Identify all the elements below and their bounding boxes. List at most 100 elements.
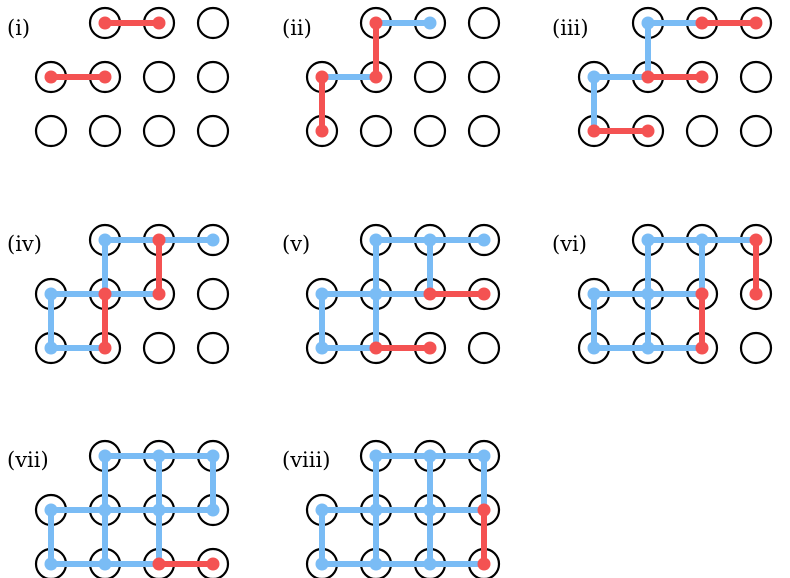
red-node-dot <box>206 557 220 571</box>
red-node-dot <box>423 341 437 355</box>
blue-node-dot <box>477 449 491 463</box>
blue-node-dot <box>315 557 329 571</box>
panel-label: (v) <box>282 232 310 256</box>
blue-node-dot <box>315 341 329 355</box>
node-ring <box>142 60 176 94</box>
panel-label: (iv) <box>7 232 42 256</box>
red-node-dot <box>369 70 383 84</box>
red-node-dot <box>369 341 383 355</box>
red-node-dot <box>695 341 709 355</box>
red-node-dot <box>749 287 763 301</box>
node-ring <box>196 6 230 40</box>
node-ring <box>739 331 773 365</box>
node-ring <box>413 60 447 94</box>
red-node-dot <box>477 557 491 571</box>
panel-8: (viii) <box>282 439 501 578</box>
blue-node-dot <box>315 503 329 517</box>
node-ring <box>467 114 501 148</box>
red-node-dot <box>98 287 112 301</box>
blue-node-dot <box>369 449 383 463</box>
blue-node-dot <box>641 287 655 301</box>
blue-node-dot <box>695 233 709 247</box>
red-node-dot <box>369 16 383 30</box>
blue-node-dot <box>423 503 437 517</box>
panel-6: (vi) <box>552 223 773 365</box>
panel-label: (vii) <box>7 448 49 472</box>
panel-7: (vii) <box>7 439 230 578</box>
blue-node-dot <box>423 16 437 30</box>
red-node-dot <box>749 233 763 247</box>
panels-layer: (i) (ii) (iii) (iv) (v) (vi) (vii) (viii) <box>7 6 773 578</box>
node-ring <box>196 331 230 365</box>
panel-label: (viii) <box>282 448 330 472</box>
red-node-dot <box>587 124 601 138</box>
node-ring <box>196 277 230 311</box>
blue-node-dot <box>641 233 655 247</box>
node-ring <box>739 114 773 148</box>
red-node-dot <box>98 16 112 30</box>
node-ring <box>142 114 176 148</box>
node-ring <box>142 331 176 365</box>
red-node-dot <box>152 557 166 571</box>
panel-2: (ii) <box>282 6 501 148</box>
blue-node-dot <box>587 341 601 355</box>
red-node-dot <box>98 70 112 84</box>
blue-node-dot <box>44 341 58 355</box>
blue-node-dot <box>206 503 220 517</box>
blue-node-dot <box>98 503 112 517</box>
blue-node-dot <box>587 70 601 84</box>
blue-node-dot <box>98 449 112 463</box>
panel-1: (i) <box>7 6 230 148</box>
panel-label: (ii) <box>282 16 312 40</box>
red-node-dot <box>641 70 655 84</box>
red-node-dot <box>695 287 709 301</box>
blue-node-dot <box>152 503 166 517</box>
blue-node-dot <box>44 287 58 301</box>
blue-node-dot <box>641 341 655 355</box>
blue-node-dot <box>423 557 437 571</box>
red-node-dot <box>695 70 709 84</box>
red-node-dot <box>695 16 709 30</box>
node-ring <box>739 60 773 94</box>
panel-label: (i) <box>7 16 30 40</box>
node-ring <box>467 60 501 94</box>
red-node-dot <box>152 287 166 301</box>
node-ring <box>685 114 719 148</box>
red-node-dot <box>477 503 491 517</box>
red-node-dot <box>749 16 763 30</box>
node-ring <box>88 114 122 148</box>
red-node-dot <box>152 16 166 30</box>
red-node-dot <box>98 341 112 355</box>
red-node-dot <box>477 287 491 301</box>
blue-node-dot <box>44 557 58 571</box>
blue-node-dot <box>587 287 601 301</box>
blue-node-dot <box>44 503 58 517</box>
blue-node-dot <box>369 503 383 517</box>
blue-node-dot <box>423 449 437 463</box>
red-node-dot <box>315 124 329 138</box>
red-node-dot <box>641 124 655 138</box>
node-ring <box>34 114 68 148</box>
blue-node-dot <box>477 233 491 247</box>
blue-node-dot <box>369 287 383 301</box>
red-node-dot <box>152 233 166 247</box>
panel-4: (iv) <box>7 223 230 365</box>
panel-label: (iii) <box>552 16 589 40</box>
blue-node-dot <box>641 16 655 30</box>
blue-node-dot <box>315 287 329 301</box>
panel-label: (vi) <box>552 232 587 256</box>
blue-node-dot <box>152 449 166 463</box>
blue-node-dot <box>423 233 437 247</box>
panel-3: (iii) <box>552 6 773 148</box>
node-ring <box>196 114 230 148</box>
red-node-dot <box>423 287 437 301</box>
blue-node-dot <box>98 557 112 571</box>
panel-5: (v) <box>282 223 501 365</box>
node-ring <box>467 331 501 365</box>
node-ring <box>413 114 447 148</box>
node-ring <box>359 114 393 148</box>
blue-node-dot <box>369 233 383 247</box>
red-node-dot <box>44 70 58 84</box>
blue-node-dot <box>98 233 112 247</box>
